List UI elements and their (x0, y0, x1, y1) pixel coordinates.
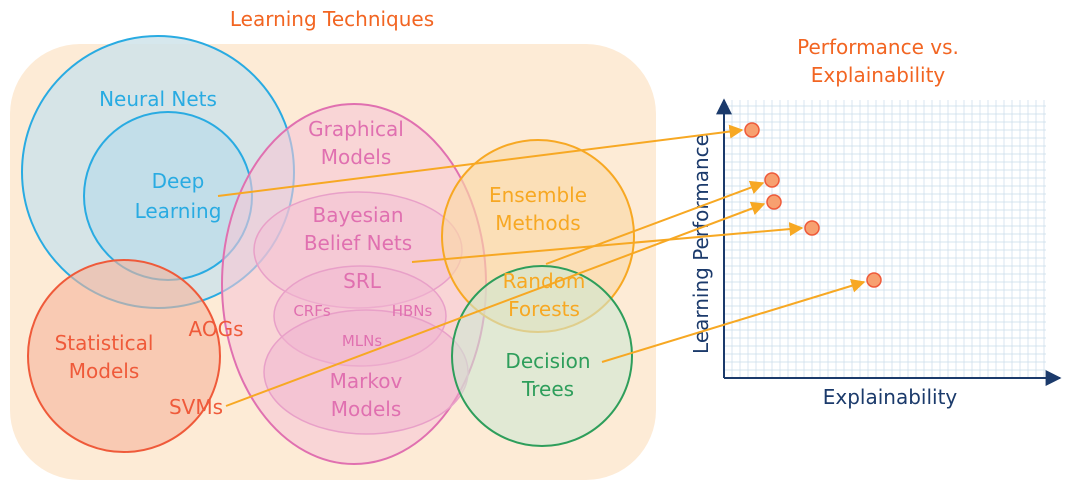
arrow-deep-learning (217, 124, 744, 197)
neural-nets-label: Neural Nets (99, 87, 217, 111)
bayesian-belief-nets-label-line2: Belief Nets (304, 231, 412, 255)
crfs-label: CRFs (293, 302, 331, 320)
performance-explainability-chart: Explainability Learning Performance (689, 98, 1062, 409)
ensemble-methods-label-line1: Ensemble (489, 183, 587, 207)
svms-label: SVMs (169, 395, 223, 419)
point-decision-trees (866, 272, 882, 288)
deep-learning-label-line2: Learning (135, 199, 222, 223)
point-random-forests (766, 194, 782, 210)
left-title: Learning Techniques (230, 7, 434, 31)
ensemble-methods-label-line2: Methods (495, 211, 580, 235)
point-deep-learning (744, 122, 760, 138)
mlns-label: MLNs (342, 332, 383, 350)
random-forests-label-line2: Forests (508, 297, 580, 321)
decision-trees-label-line1: Decision (505, 349, 590, 373)
chart-grid (723, 100, 1046, 379)
graphical-models-label-line1: Graphical (308, 117, 404, 141)
random-forests-label-line1: Random (503, 269, 586, 293)
right-title-line1: Performance vs. (797, 35, 959, 59)
y-axis-label: Learning Performance (689, 134, 713, 354)
arrow-bayesian-belief-nets (411, 222, 804, 263)
markov-models-label-line1: Markov (330, 369, 403, 393)
decision-trees-label-line2: Trees (521, 377, 574, 401)
arrow-decision-trees (601, 278, 866, 363)
decision-trees-circle (451, 265, 633, 447)
hbns-label: HBNs (392, 302, 433, 320)
graphical-models-label-line2: Models (321, 145, 391, 169)
deep-learning-label-line1: Deep (152, 169, 205, 193)
bayesian-belief-nets-label-line1: Bayesian (312, 203, 403, 227)
aogs-label: AOGs (189, 317, 244, 341)
statistical-models-label-line1: Statistical (55, 331, 154, 355)
point-bayesian-belief-nets (804, 220, 820, 236)
srl-label: SRL (343, 269, 382, 293)
right-title-line2: Explainability (811, 63, 946, 87)
arrow-random-forests (545, 180, 765, 265)
arrow-svms (225, 201, 766, 407)
x-axis-label: Explainability (823, 385, 958, 409)
markov-models-label-line2: Models (331, 397, 401, 421)
statistical-models-circle (27, 259, 221, 453)
point-svms (764, 172, 780, 188)
statistical-models-label-line2: Models (69, 359, 139, 383)
